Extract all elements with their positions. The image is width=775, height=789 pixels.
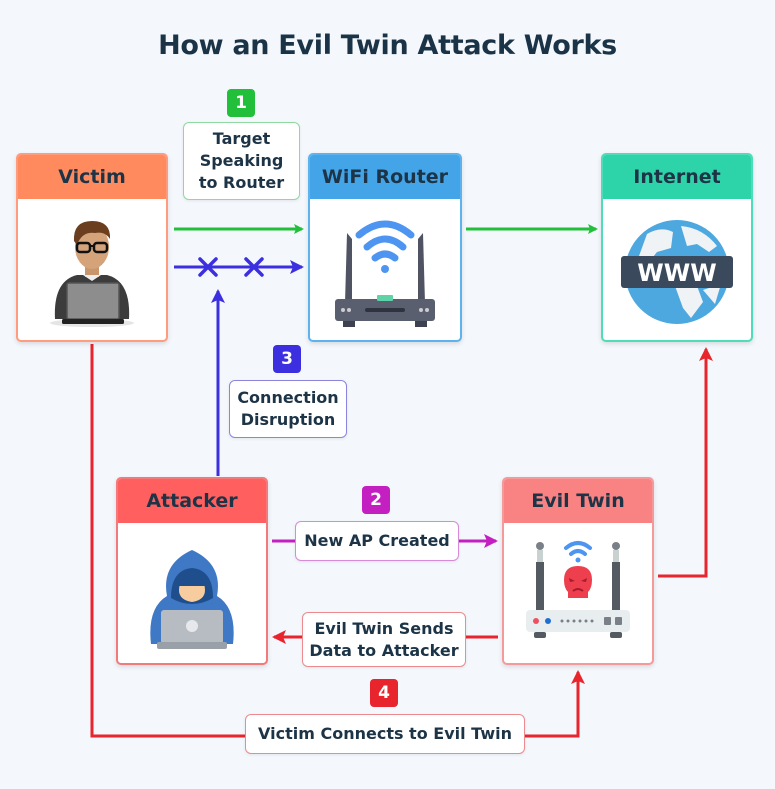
step-1-label-line: Speaking [199, 151, 284, 170]
step-4-badge: 4 [370, 679, 398, 707]
step-1-label-line: Target [212, 129, 271, 148]
victim-header: Victim [18, 155, 166, 199]
wifi-router-header: WiFi Router [310, 155, 460, 199]
evil-twin-sends-line: Evil Twin Sends [314, 618, 454, 638]
internet-node: Internet WWW [601, 153, 753, 342]
evil-twin-sends-line: Data to Attacker [309, 640, 459, 660]
person-with-laptop-icon [50, 220, 134, 327]
step-3-label-line: Disruption [240, 410, 336, 429]
wifi-router-node: WiFi Router [308, 153, 462, 342]
evil-twin-sends-label: Evil Twin Sends Data to Attacker [302, 612, 466, 667]
step-1-label: Target Speaking to Router [183, 122, 300, 200]
step-3-label: Connection Disruption [229, 380, 347, 438]
diagram-title: How an Evil Twin Attack Works [158, 30, 617, 61]
attacker-header: Attacker [118, 479, 266, 523]
step-1-label-line: to Router [198, 173, 285, 192]
disruption-x-mark [198, 257, 218, 277]
victim-node: Victim [16, 153, 168, 342]
attacker-node: Attacker [116, 477, 268, 665]
step-2-badge: 2 [362, 486, 390, 514]
internet-header: Internet [603, 155, 751, 199]
step-3-label-line: Connection [237, 388, 339, 407]
disruption-x-mark [244, 257, 264, 277]
evil-twin-node: Evil Twin [502, 477, 654, 665]
arrow-evil-twin-to-internet [658, 347, 713, 578]
step-2-label: New AP Created [295, 521, 459, 561]
globe-www-icon: WWW [621, 219, 733, 324]
step-4-label: Victim Connects to Evil Twin [245, 714, 525, 754]
hooded-hacker-icon [150, 550, 234, 649]
wifi-router-icon [335, 220, 435, 327]
evil-router-skull-icon [526, 541, 630, 638]
step-1-badge: 1 [227, 89, 255, 117]
www-text: WWW [637, 259, 716, 287]
evil-twin-header: Evil Twin [504, 479, 652, 523]
step-3-badge: 3 [273, 345, 301, 373]
